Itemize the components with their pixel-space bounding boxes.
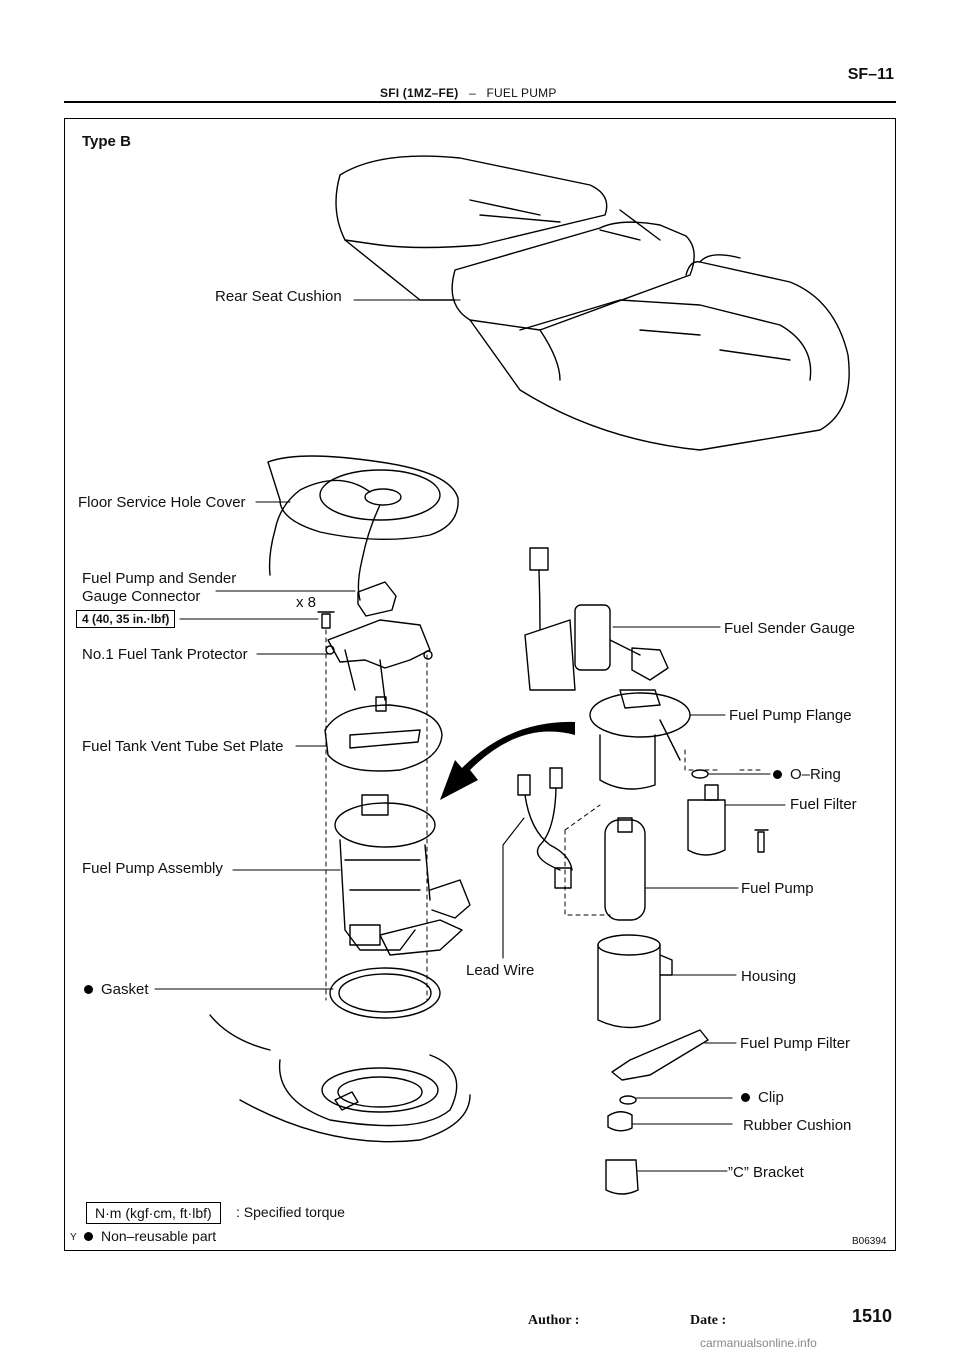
legend-torque-unit-box: N·m (kgf·cm, ft·lbf) bbox=[86, 1202, 221, 1224]
legend-non-reusable: Non–reusable part bbox=[84, 1228, 216, 1244]
label-bolt-count: x 8 bbox=[296, 594, 317, 611]
c-bracket-drawing bbox=[605, 1159, 639, 1195]
rubber-cushion-drawing bbox=[607, 1111, 633, 1132]
clip-drawing bbox=[619, 1095, 637, 1105]
non-reusable-dot-icon bbox=[741, 1092, 750, 1102]
footer-author: Author : bbox=[528, 1313, 580, 1328]
label-rear-seat-cushion: Rear Seat Cushion bbox=[215, 288, 342, 305]
assembly-direction-arrow bbox=[440, 721, 575, 800]
footer-date: Date : bbox=[690, 1313, 727, 1328]
label-fuel-tank-protector: No.1 Fuel Tank Protector bbox=[82, 646, 248, 663]
fuel-tank-protector-drawing bbox=[325, 619, 433, 701]
label-fuel-pump-flange: Fuel Pump Flange bbox=[729, 707, 852, 724]
legend-non-reusable-text: Non–reusable part bbox=[101, 1228, 217, 1244]
label-gasket: Gasket bbox=[84, 981, 149, 998]
header-separator: – bbox=[469, 86, 476, 100]
watermark: carmanualsonline.info bbox=[700, 1336, 817, 1350]
label-housing: Housing bbox=[741, 968, 797, 985]
vent-tube-set-plate-drawing bbox=[324, 696, 443, 772]
label-vent-tube-set-plate: Fuel Tank Vent Tube Set Plate bbox=[82, 738, 284, 755]
fuel-pump-filter-drawing bbox=[611, 1029, 709, 1081]
page-code: SF–11 bbox=[847, 66, 894, 83]
header-title: FUEL PUMP bbox=[486, 86, 557, 100]
gasket-text: Gasket bbox=[101, 981, 149, 998]
page-header: SFI (1MZ–FE) – FUEL PUMP bbox=[380, 86, 557, 100]
label-o-ring: O–Ring bbox=[773, 766, 841, 783]
non-reusable-dot-icon bbox=[84, 1231, 93, 1241]
tank-opening-drawing bbox=[209, 1014, 471, 1143]
rear-seat-cushion-drawing bbox=[335, 155, 850, 451]
torque-spec-box: 4 (40, 35 in.·lbf) bbox=[76, 610, 176, 628]
floor-service-hole-cover-drawing bbox=[267, 455, 459, 601]
label-rubber-cushion: Rubber Cushion bbox=[743, 1117, 852, 1134]
label-fuel-filter: Fuel Filter bbox=[790, 796, 857, 813]
label-fuel-sender-gauge: Fuel Sender Gauge bbox=[724, 620, 855, 637]
label-connector-line2: Gauge Connector bbox=[82, 588, 201, 605]
corner-mark: Y bbox=[70, 1232, 77, 1243]
non-reusable-dot-icon bbox=[773, 769, 782, 779]
gasket-drawing bbox=[329, 967, 441, 1019]
label-fuel-pump-filter: Fuel Pump Filter bbox=[740, 1035, 851, 1052]
fuel-filter-drawing bbox=[687, 784, 769, 856]
section-name: SFI (1MZ–FE) bbox=[380, 86, 459, 100]
type-label: Type B bbox=[82, 133, 131, 150]
fuel-pump-flange-drawing bbox=[589, 689, 691, 790]
non-reusable-dot-icon bbox=[84, 984, 93, 994]
o-ring-drawing bbox=[691, 769, 709, 779]
header-rule bbox=[64, 101, 896, 103]
figure-code: B06394 bbox=[852, 1236, 887, 1247]
label-fuel-pump: Fuel Pump bbox=[741, 880, 814, 897]
label-c-bracket: ”C” Bracket bbox=[728, 1164, 804, 1181]
page-number: 1510 bbox=[851, 1306, 892, 1326]
fuel-pump-drawing bbox=[604, 817, 646, 921]
clip-text: Clip bbox=[758, 1089, 784, 1106]
label-clip: Clip bbox=[741, 1089, 784, 1106]
fuel-pump-assembly-drawing bbox=[334, 794, 471, 956]
diagram-frame bbox=[64, 118, 896, 1251]
o-ring-text: O–Ring bbox=[790, 766, 841, 783]
label-fuel-pump-assembly: Fuel Pump Assembly bbox=[82, 860, 223, 877]
fuel-sender-gauge-drawing bbox=[524, 547, 669, 691]
connector-drawing bbox=[317, 581, 397, 629]
lead-wire-drawing bbox=[517, 767, 573, 889]
label-floor-service-hole-cover: Floor Service Hole Cover bbox=[78, 494, 246, 511]
label-connector-line1: Fuel Pump and Sender bbox=[82, 570, 237, 587]
legend-torque-desc: : Specified torque bbox=[236, 1204, 345, 1220]
label-lead-wire: Lead Wire bbox=[466, 962, 535, 979]
housing-drawing bbox=[597, 934, 673, 1029]
